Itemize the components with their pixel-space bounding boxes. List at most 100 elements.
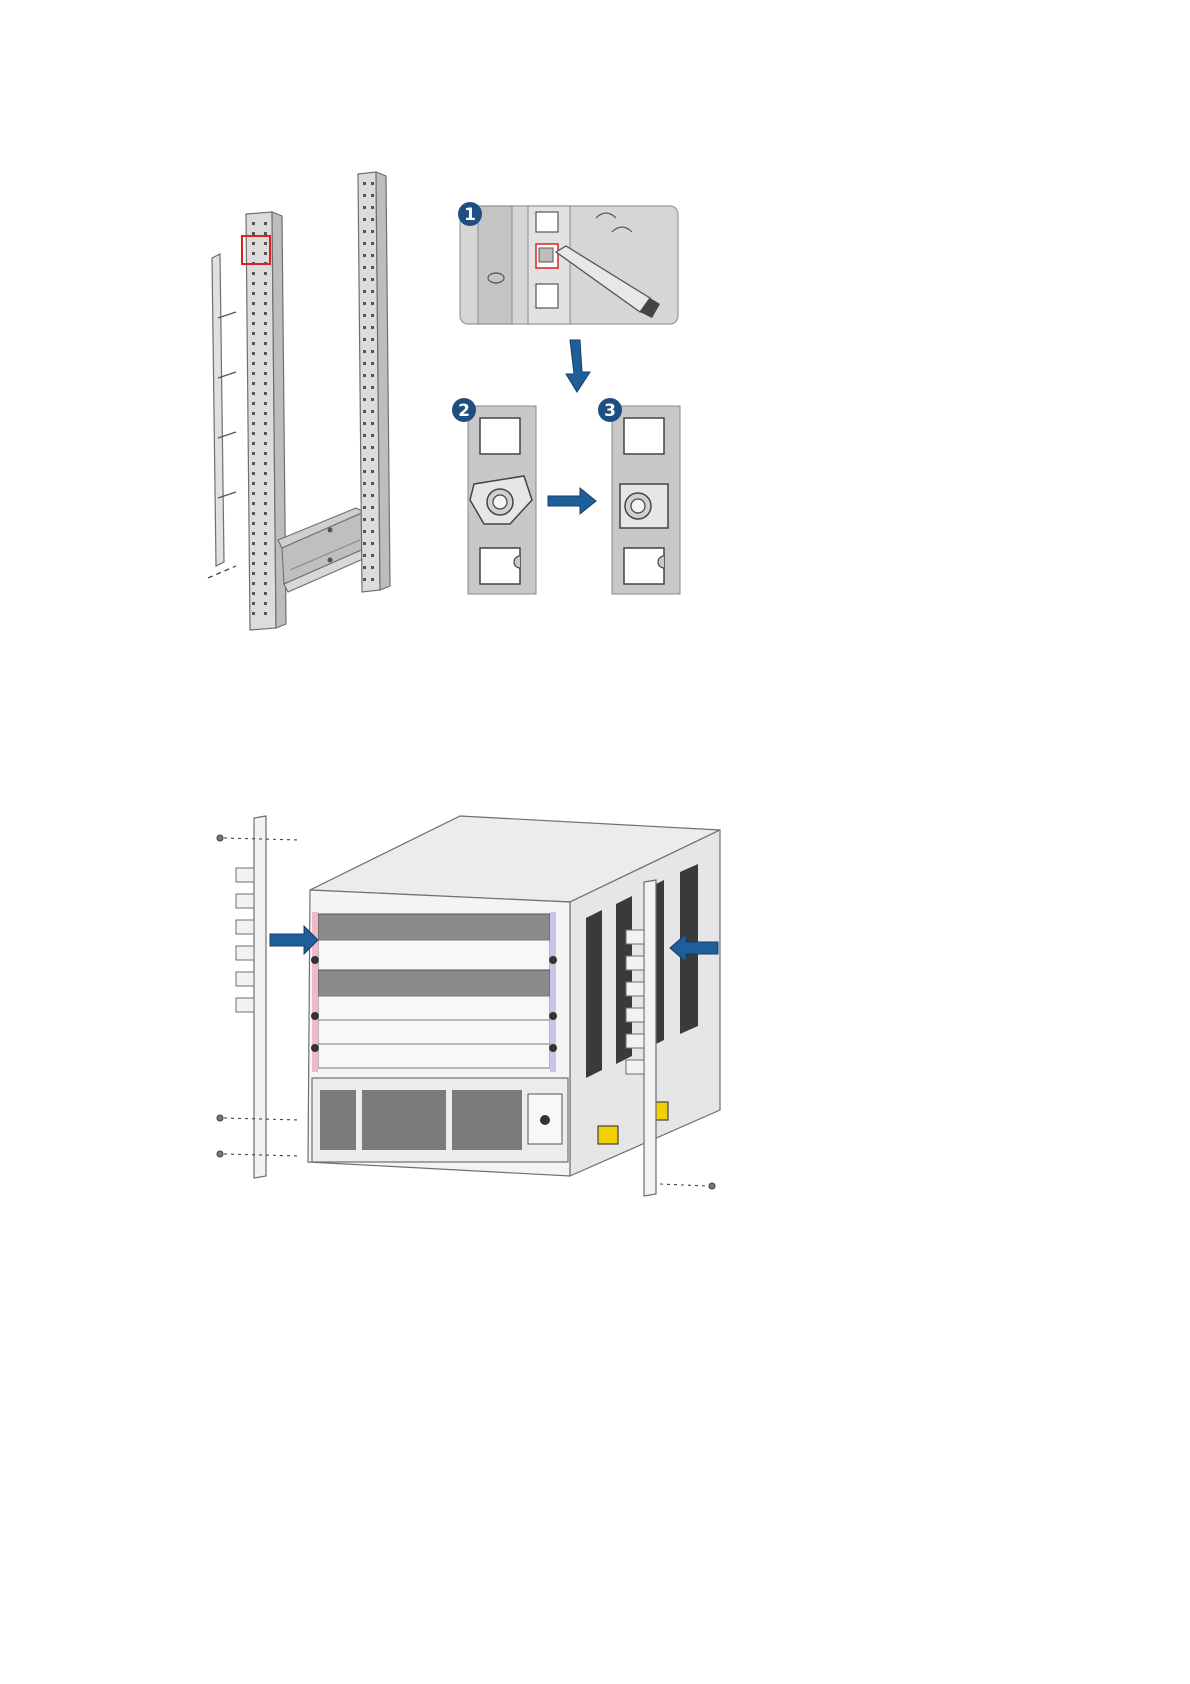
rack-hole — [252, 612, 255, 615]
rack-hole — [264, 482, 267, 485]
rack-hole — [264, 412, 267, 415]
rack-hole — [264, 582, 267, 585]
rack-hole — [363, 290, 366, 293]
step-1-panel: 1 — [458, 202, 678, 324]
rack-hole — [371, 266, 374, 269]
rack-hole — [371, 554, 374, 557]
rack-hole — [252, 272, 255, 275]
rack-post-right — [358, 172, 390, 592]
rack-hole — [264, 532, 267, 535]
fan-tray — [312, 1078, 568, 1162]
rack-hole — [252, 492, 255, 495]
rack-hole — [252, 432, 255, 435]
rack-hole — [252, 292, 255, 295]
rack-hole — [264, 222, 267, 225]
side-port-left — [598, 1126, 618, 1144]
rack-hole — [371, 350, 374, 353]
rack-hole — [252, 342, 255, 345]
rack-hole — [363, 398, 366, 401]
step-3-panel: 3 — [598, 398, 680, 594]
rack-hole — [252, 232, 255, 235]
rack-hole — [363, 506, 366, 509]
rack-hole — [264, 542, 267, 545]
rack-hole — [252, 332, 255, 335]
rack-hole — [363, 518, 366, 521]
rack-hole — [363, 530, 366, 533]
rack-hole — [252, 572, 255, 575]
rack-hole — [252, 362, 255, 365]
rack-hole — [252, 392, 255, 395]
rack-hole — [363, 410, 366, 413]
rack-hole — [252, 472, 255, 475]
rack-hole — [252, 242, 255, 245]
rack-hole — [252, 522, 255, 525]
rack-hole — [252, 302, 255, 305]
rack-hole — [252, 282, 255, 285]
rack-hole — [363, 566, 366, 569]
rack-hole — [264, 462, 267, 465]
rack-hole — [252, 532, 255, 535]
rack-hole — [264, 332, 267, 335]
rack-hole — [264, 502, 267, 505]
rack-hole — [371, 302, 374, 305]
rack-hole — [264, 232, 267, 235]
rack-hole — [363, 434, 366, 437]
rack-hole — [252, 222, 255, 225]
floating-nut-diagram: 1 2 3 — [0, 0, 1190, 660]
rack-hole — [363, 386, 366, 389]
rack-hole — [252, 322, 255, 325]
rack-hole — [264, 362, 267, 365]
rack-hole — [371, 290, 374, 293]
rack-hole — [371, 254, 374, 257]
rack-hole — [363, 458, 366, 461]
rack-hole — [252, 602, 255, 605]
rack-hole — [371, 542, 374, 545]
rack-hole — [252, 442, 255, 445]
rack-hole — [371, 398, 374, 401]
rack-hole — [252, 252, 255, 255]
rack-hole — [252, 592, 255, 595]
rack-hole — [363, 242, 366, 245]
rack-hole — [363, 182, 366, 185]
rack-hole — [252, 452, 255, 455]
rack-hole — [371, 518, 374, 521]
rack-hole — [363, 554, 366, 557]
rack-hole — [264, 322, 267, 325]
rack-hole — [264, 302, 267, 305]
rack-hole — [264, 252, 267, 255]
rack-hole — [252, 502, 255, 505]
rack-hole — [264, 342, 267, 345]
rack-hole — [363, 578, 366, 581]
right-arrow-icon — [548, 488, 596, 514]
rack-hole — [252, 482, 255, 485]
rack-hole — [252, 582, 255, 585]
rack-hole — [252, 352, 255, 355]
rack-hole — [252, 402, 255, 405]
rack-hole — [264, 492, 267, 495]
rack-hole — [264, 452, 267, 455]
rack-hole — [371, 278, 374, 281]
rack-hole — [371, 314, 374, 317]
rack-hole — [363, 362, 366, 365]
rack-hole — [264, 432, 267, 435]
rack-hole — [371, 470, 374, 473]
rack-hole — [252, 552, 255, 555]
rack-hole — [371, 566, 374, 569]
rack-hole — [371, 422, 374, 425]
rack-hole — [363, 338, 366, 341]
figure-cable-bracket-installation — [0, 790, 1190, 1200]
rack-hole — [371, 578, 374, 581]
board-slots — [311, 912, 557, 1072]
rack-hole — [371, 338, 374, 341]
rack-hole — [371, 326, 374, 329]
rack-hole — [252, 462, 255, 465]
rack-hole — [264, 572, 267, 575]
cable-bracket-left — [208, 254, 236, 578]
rack-hole — [371, 446, 374, 449]
rack-hole — [264, 282, 267, 285]
rack-hole — [363, 470, 366, 473]
rack-hole — [371, 206, 374, 209]
rack-hole — [264, 382, 267, 385]
rack-hole — [363, 302, 366, 305]
rack-hole — [363, 542, 366, 545]
